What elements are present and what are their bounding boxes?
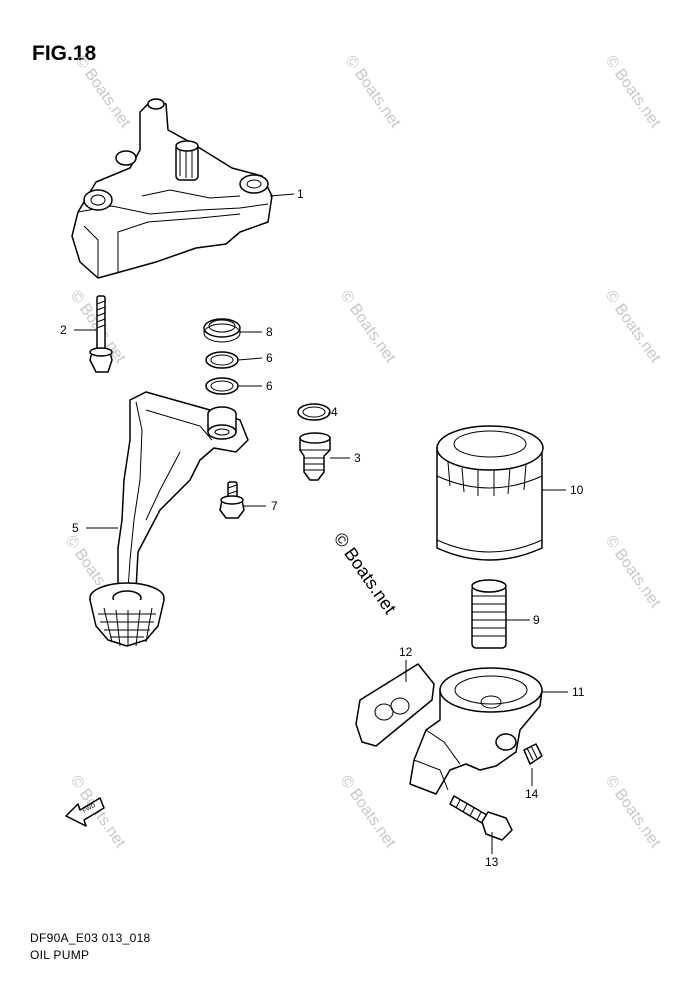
watermark: © Boats.net (602, 53, 664, 132)
callout-13: 13 (485, 855, 499, 869)
figure-code: DF90A_E03 013_018 (30, 931, 151, 945)
callout-12: 12 (399, 645, 413, 659)
leader-lines (74, 193, 568, 854)
callout-8: 8 (266, 325, 273, 339)
watermark: © Boats.net (342, 53, 404, 132)
callout-14: 14 (525, 787, 539, 801)
watermark: © Boats.net (602, 773, 664, 852)
callout-6b: 6 (266, 379, 273, 393)
part-10-oil-filter (436, 425, 544, 561)
watermark: © Boats.net (72, 53, 134, 132)
part-11-filter-bracket (409, 667, 543, 795)
callout-labels: 1 2 3 4 5 6 6 7 8 9 10 11 12 13 14 (60, 187, 585, 869)
part-4-o-ring (297, 403, 331, 421)
part-2-bolt (89, 295, 113, 373)
watermark: © Boats.net (337, 288, 399, 367)
watermark: © Boats.net (602, 533, 664, 612)
watermark-center: © Boats.net (330, 529, 400, 618)
watermark: © Boats.net (337, 773, 399, 852)
part-12-gasket (355, 663, 435, 747)
callout-1: 1 (297, 187, 304, 201)
callout-3: 3 (354, 451, 361, 465)
callout-11: 11 (572, 685, 585, 699)
callout-5: 5 (72, 521, 79, 535)
callout-4: 4 (331, 405, 338, 419)
part-9-stud (471, 579, 507, 649)
part-7-bolt (219, 481, 245, 519)
part-8-o-ring (203, 318, 241, 343)
part-14-plug (523, 743, 543, 765)
figure-name: OIL PUMP (30, 948, 90, 962)
callout-6a: 6 (266, 351, 273, 365)
watermark: © Boats.net (602, 288, 664, 367)
part-3-union-fitting (299, 432, 331, 481)
figure-title: FIG.18 (32, 42, 97, 65)
part-1-oil-pump (71, 98, 273, 279)
part-6-o-ring (205, 351, 239, 369)
callout-2: 2 (60, 323, 67, 337)
callout-9: 9 (533, 613, 540, 627)
part-6-o-ring (205, 377, 239, 395)
callout-10: 10 (570, 483, 584, 497)
part-13-bolt (449, 795, 513, 841)
callout-7: 7 (271, 499, 278, 513)
part-5-oil-strainer (89, 391, 249, 647)
